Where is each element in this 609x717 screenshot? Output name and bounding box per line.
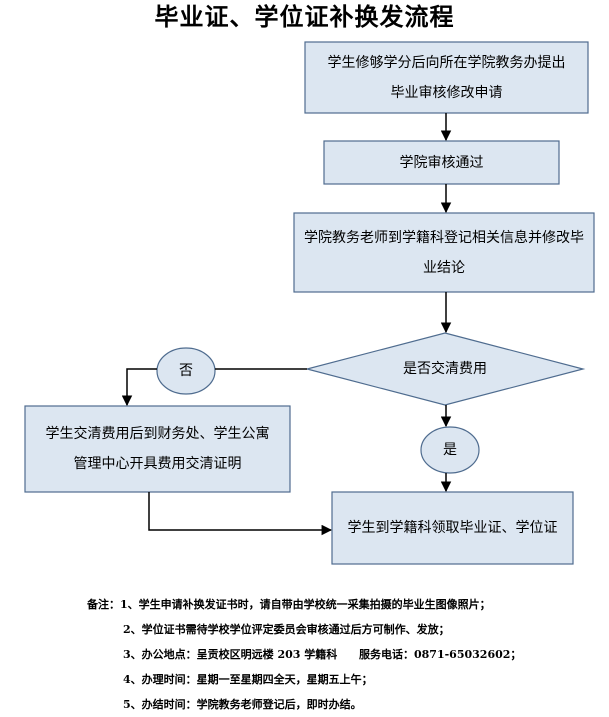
node-no-circle — [156, 347, 216, 395]
note-line-1: 备注：1、学生申请补换发证书时，请自带由学校统一采集拍摄的毕业生图像照片； — [87, 598, 491, 611]
note-line-5: 5、办结时间：学院教务老师登记后，即时办结。 — [123, 698, 362, 711]
note-line-4: 4、办理时间：星期一至星期四全天，星期五上午； — [123, 673, 373, 686]
note-line-2: 2、学位证书需待学校学位评定委员会审核通过后方可制作、发放； — [123, 623, 450, 636]
node-registrar-update-box — [293, 212, 595, 293]
node-yes-label: 是 — [443, 442, 457, 458]
node-apply-label: 学生修够学分后向所在学院教务办提出毕业审核修改申请 — [327, 54, 566, 101]
arrow-no-to-clear-fees — [121, 368, 157, 407]
node-fees-decision-label: 是否交清费用 — [403, 361, 487, 377]
arrow-clear-fees-to-collect — [148, 492, 333, 536]
node-apply-box — [304, 41, 589, 114]
note-line-3-location: 3、办公地点：呈贡校区明远楼 203 学籍科 — [123, 648, 338, 661]
node-no-label: 否 — [179, 363, 193, 379]
node-clear-fees-box — [24, 405, 291, 493]
node-registrar-update-label: 学院教务老师到学籍科登记相关信息并修改毕业结论 — [304, 229, 584, 276]
page-title: 毕业证、学位证补换发流程 — [154, 3, 455, 31]
node-collect-label: 学生到学籍科领取毕业证、学位证 — [347, 520, 558, 536]
node-clear-fees-label: 学生交清费用后到财务处、学生公寓管理中心开具费用交清证明 — [45, 426, 270, 472]
node-college-approve-label: 学院审核通过 — [399, 154, 484, 171]
node-fees-decision-diamond — [304, 332, 586, 406]
note-line-3-phone: 服务电话：0871-65032602； — [359, 648, 522, 661]
flowchart — [24, 41, 595, 565]
node-collect-box — [331, 491, 574, 565]
